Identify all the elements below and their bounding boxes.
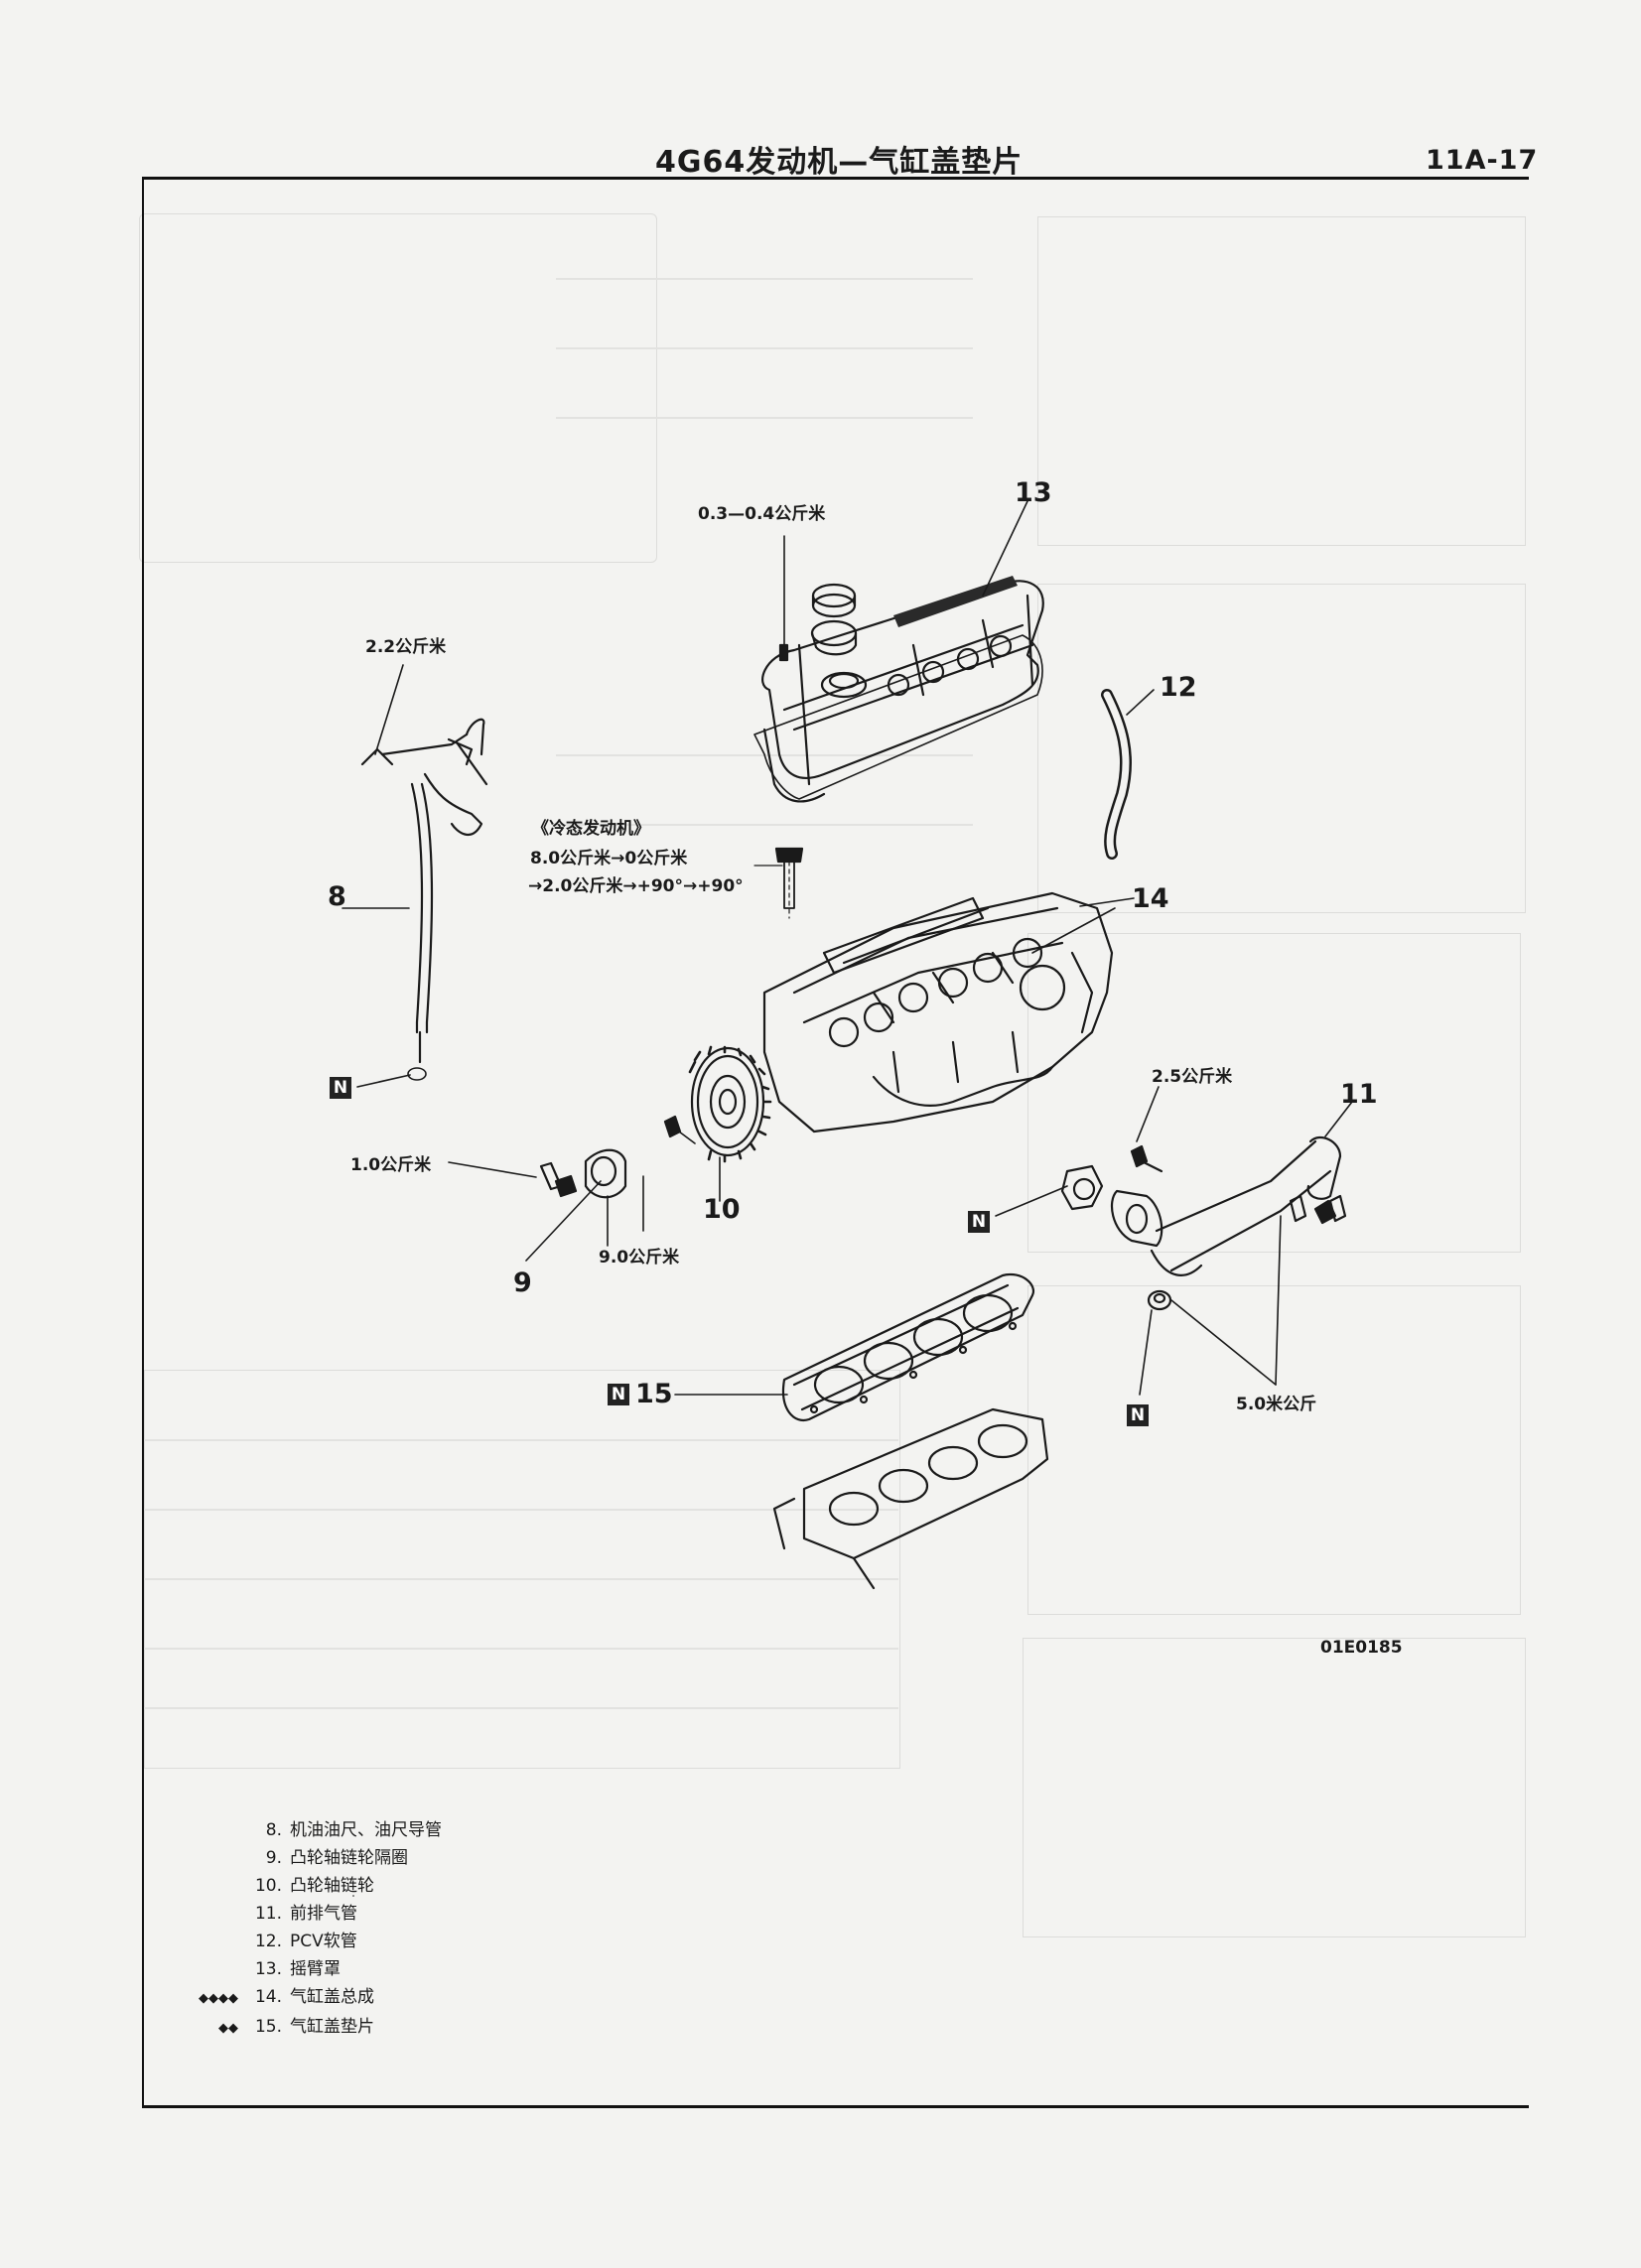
bleed-through-frame [1037, 216, 1526, 546]
cylinder-head-drawing [762, 891, 1114, 1134]
figure-code: 01E0185 [1320, 1638, 1403, 1658]
new-part-mark: N [1127, 1404, 1149, 1426]
torque-sequence-line-1: 8.0公斤米→0公斤米 [530, 849, 688, 868]
bleed-through-line [144, 1578, 898, 1580]
legend-item: ◆◆15.气缸盖垫片 [218, 2017, 374, 2037]
bleed-through-line [144, 1707, 898, 1709]
callout-15: 15 [635, 1379, 673, 1409]
torque-sequence-line-2: →2.0公斤米→+90°→+90° [528, 876, 744, 896]
exhaust-pipe-drawing [1060, 1135, 1347, 1311]
bleed-through-line [144, 1439, 898, 1441]
legend-item: 8.机油油尺、油尺导管 [265, 1820, 442, 1840]
legend-item: ◆◆◆◆14.气缸盖总成 [199, 1987, 374, 2007]
head-gasket-drawing [781, 1272, 1035, 1422]
bleed-through-frame [1027, 1285, 1521, 1615]
footer-rule [142, 2105, 1529, 2108]
bleed-through-line [556, 417, 973, 419]
torque-label-dipstick: 2.2公斤米 [365, 637, 447, 657]
legend-item: 13.摇臂罩 [254, 1959, 341, 1979]
callout-13: 13 [1015, 477, 1052, 508]
cold-engine-label: 《冷态发动机》 [532, 819, 650, 839]
parts-legend: 8.机油油尺、油尺导管 9.凸轮轴链轮隔圈 10.凸轮轴链轮 11.前排气管 1… [199, 1816, 442, 2043]
bleed-through-line [144, 1509, 898, 1511]
torque-label-sprocket-bolt: 9.0公斤米 [599, 1248, 680, 1267]
new-part-mark: N [608, 1384, 629, 1405]
bleed-through-line [144, 1648, 898, 1650]
legend-item: 12.PCV软管 [254, 1932, 357, 1951]
callout-12: 12 [1160, 672, 1197, 703]
bleed-through-frame [1037, 584, 1526, 913]
page-number: 11A-17 [1426, 145, 1539, 176]
bleed-through-table [144, 1370, 900, 1769]
header-rule [142, 177, 1529, 180]
callout-11: 11 [1340, 1079, 1378, 1110]
torque-label-spacer-bolt: 1.0公斤米 [350, 1155, 432, 1175]
legend-item: 10.凸轮轴链轮 [254, 1876, 374, 1896]
torque-label-exhaust-flange: 5.0米公斤 [1236, 1395, 1317, 1414]
page-title: 4G64发动机—气缸盖垫片 [655, 145, 1024, 180]
new-part-mark: N [968, 1211, 990, 1233]
callout-14: 14 [1132, 883, 1169, 914]
torque-label-exhaust-nut: 2.5公斤米 [1152, 1067, 1233, 1087]
torque-label-cover-bolt: 0.3—0.4公斤米 [698, 504, 826, 524]
cam-sprocket-drawing [688, 1045, 772, 1163]
bleed-through-line [556, 278, 973, 280]
legend-item: 9.凸轮轴链轮隔圈 [265, 1848, 408, 1868]
rocker-cover-drawing [761, 576, 1044, 803]
legend-item: 11.前排气管 [254, 1904, 357, 1924]
callout-9: 9 [513, 1267, 532, 1298]
bleed-through-frame [1023, 1638, 1526, 1937]
bleed-through-frame [139, 213, 657, 563]
new-part-mark: N [330, 1077, 351, 1099]
left-border-rule [142, 177, 144, 2107]
bleed-through-line [556, 347, 973, 349]
callout-8: 8 [328, 881, 346, 912]
bleed-through-frame [1027, 933, 1521, 1253]
bleed-through-line [556, 824, 973, 826]
callout-10: 10 [703, 1194, 741, 1225]
